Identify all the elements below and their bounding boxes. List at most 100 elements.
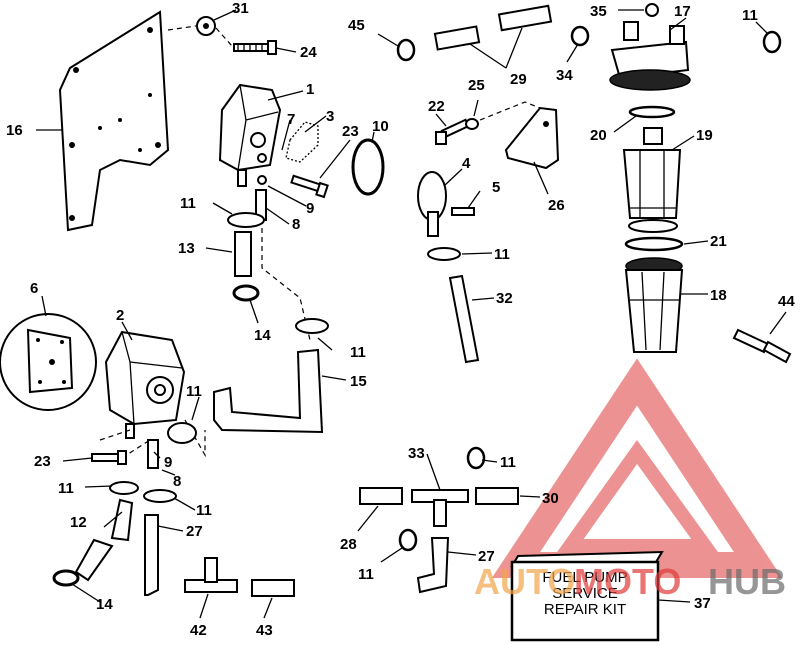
callout-11-hose: 11	[350, 344, 366, 361]
callout-9-lower: 9	[164, 454, 172, 471]
fuel-pump-lower	[104, 330, 186, 439]
hose-clamp	[295, 318, 329, 334]
callout-23-upper: 23	[342, 123, 359, 140]
part-callouts: 31 24 1 16 3 7 10 23 9 8 11 13 14 11 15 …	[6, 0, 795, 639]
watermark-logo	[491, 358, 783, 578]
filter-bowl	[624, 257, 684, 353]
callout-18: 18	[710, 287, 727, 304]
screw	[451, 207, 475, 216]
hose-clamp	[227, 212, 265, 228]
callout-30: 30	[542, 490, 559, 507]
hose-clamp	[570, 25, 590, 47]
callout-42: 42	[190, 622, 207, 639]
callout-8-lower: 8	[173, 473, 181, 490]
callout-12: 12	[70, 514, 87, 531]
kit-label-line3: REPAIR KIT	[544, 601, 626, 618]
callout-44: 44	[778, 293, 795, 310]
callout-26: 26	[548, 197, 565, 214]
callout-14-upper: 14	[254, 327, 271, 344]
callout-2: 2	[116, 307, 124, 324]
hose	[144, 514, 159, 596]
tee-fitting	[411, 489, 469, 527]
filter-element	[622, 127, 682, 233]
callout-11-bottom: 11	[358, 566, 374, 583]
callout-22: 22	[428, 98, 445, 115]
callout-14-lower: 14	[96, 596, 113, 613]
hose-clip	[52, 569, 80, 587]
hose	[251, 579, 295, 597]
callout-33: 33	[408, 445, 425, 462]
hose	[497, 4, 553, 32]
callout-23-lower: 23	[34, 453, 51, 470]
elbow-hose	[74, 498, 134, 582]
callout-13: 13	[178, 240, 195, 257]
callout-29: 29	[510, 71, 527, 88]
callout-4: 4	[462, 155, 471, 172]
hose	[448, 274, 480, 364]
fuel-hose-u	[213, 348, 324, 434]
callout-11-tee: 11	[500, 454, 516, 471]
callout-5: 5	[492, 179, 500, 196]
callout-6: 6	[30, 280, 38, 297]
hose	[475, 487, 519, 505]
hose	[234, 231, 252, 277]
leader-lines	[36, 9, 787, 619]
hose-clamp	[167, 422, 197, 444]
hose-clamp	[109, 481, 139, 495]
hose	[433, 25, 481, 51]
o-ring	[351, 138, 385, 196]
fuel-pump-upper	[218, 83, 282, 187]
check-valve	[417, 171, 447, 237]
callout-31: 31	[232, 0, 249, 17]
gasket	[285, 121, 319, 163]
washer	[465, 118, 479, 130]
callout-20: 20	[590, 127, 607, 144]
hose-clamp	[398, 528, 418, 552]
hose-clamp	[143, 489, 177, 503]
callout-19: 19	[696, 127, 713, 144]
mounting-bracket	[58, 10, 170, 232]
callout-45: 45	[348, 17, 365, 34]
filter-bracket	[504, 106, 560, 170]
callout-28: 28	[340, 536, 357, 553]
svg-text:MOTO: MOTO	[574, 561, 681, 602]
tee-fitting	[184, 557, 238, 593]
elbow-hose	[416, 537, 450, 594]
callout-27-left: 27	[186, 523, 203, 540]
hose-clamp	[396, 38, 416, 62]
callout-15: 15	[350, 373, 367, 390]
callout-34: 34	[556, 67, 573, 84]
callout-35: 35	[590, 3, 607, 20]
kit-label-line1: FUEL PUMP	[542, 569, 627, 586]
callout-11-middle: 11	[494, 246, 510, 263]
svg-text:HUB: HUB	[708, 561, 786, 602]
screw	[290, 174, 329, 199]
callout-27-right: 27	[478, 548, 495, 565]
callout-11-lower-right: 11	[196, 502, 212, 519]
callout-37: 37	[694, 595, 711, 612]
screw	[233, 40, 277, 55]
callout-10: 10	[372, 118, 389, 135]
callout-11-upper: 11	[180, 195, 196, 212]
hose-clamp	[762, 30, 782, 54]
callout-43: 43	[256, 622, 273, 639]
repair-kit-box	[510, 550, 664, 642]
hose-clamp	[427, 247, 461, 261]
callout-21: 21	[710, 233, 727, 250]
fitting	[147, 439, 159, 469]
callout-16: 16	[6, 122, 23, 139]
callout-8-upper: 8	[292, 216, 300, 233]
o-ring	[624, 236, 684, 252]
callout-3: 3	[326, 108, 334, 125]
callout-17: 17	[674, 3, 691, 20]
hose-clip	[232, 284, 260, 302]
filter-cover	[609, 21, 691, 91]
callout-25: 25	[468, 77, 485, 94]
bolt	[435, 118, 470, 145]
hose-connector	[732, 328, 792, 364]
o-ring	[628, 105, 676, 119]
callout-7: 7	[287, 111, 295, 128]
kit-label-line2: SERVICE	[552, 585, 618, 602]
fitting	[255, 175, 267, 221]
callout-11-top-right: 11	[742, 7, 758, 24]
